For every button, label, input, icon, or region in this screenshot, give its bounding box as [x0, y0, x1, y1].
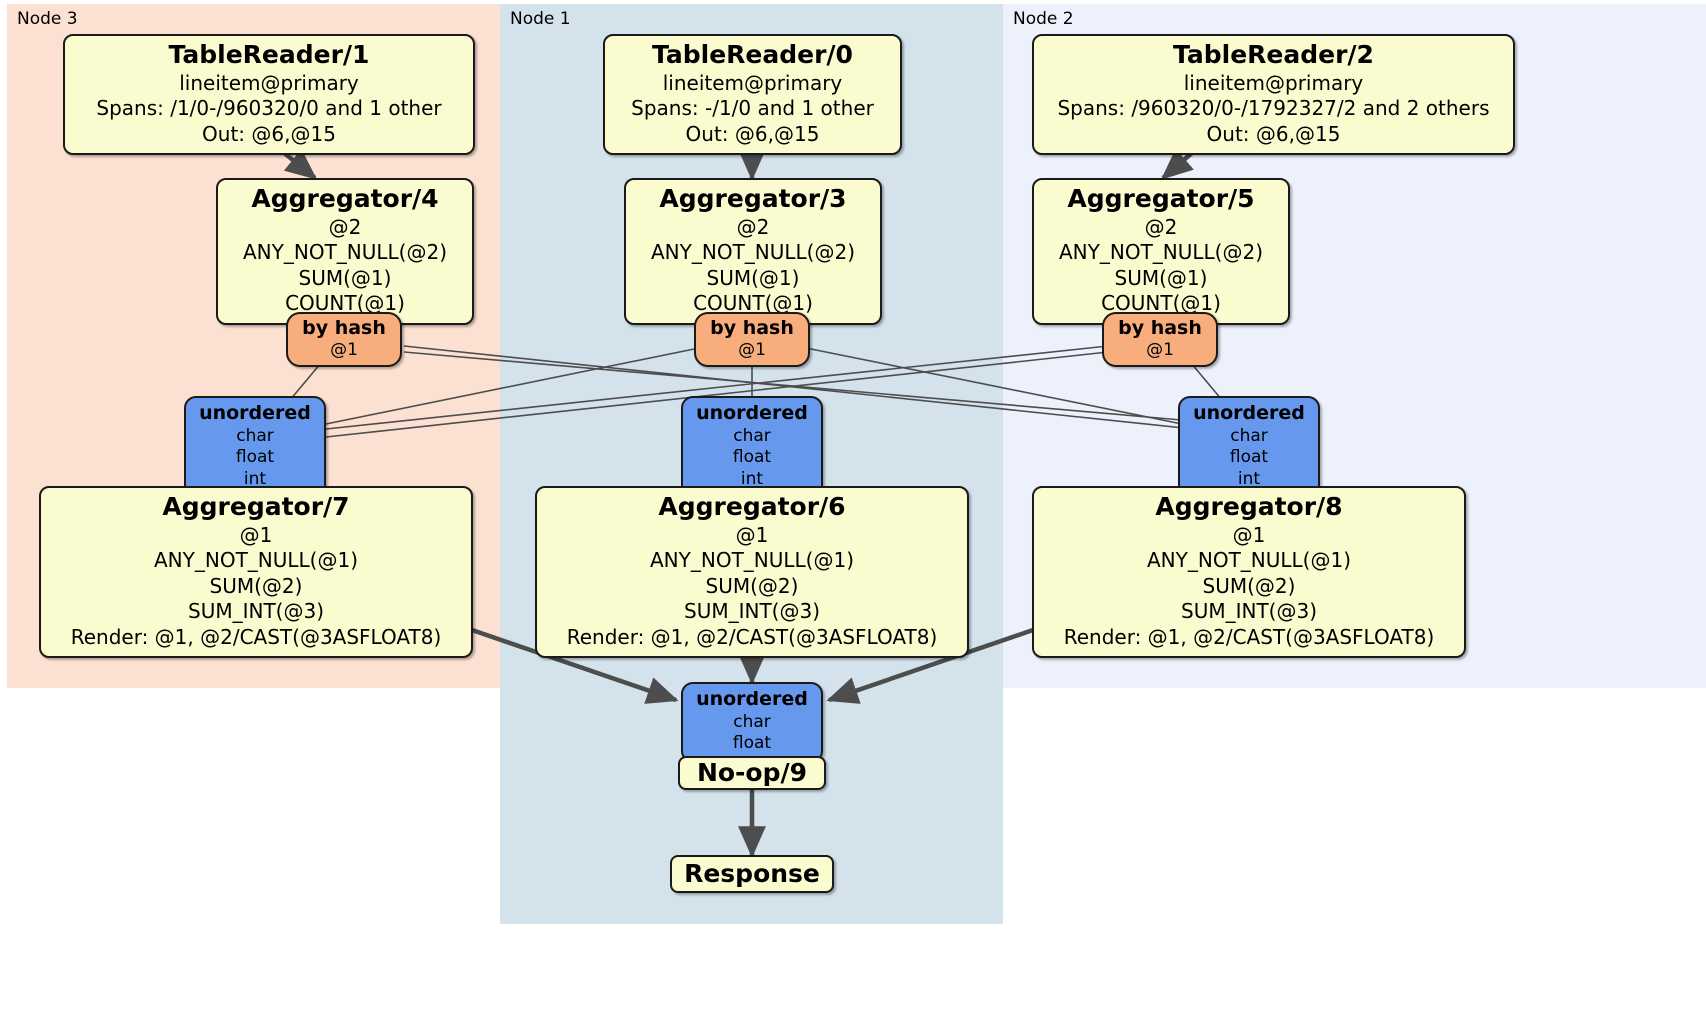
processor-aggregator-5[interactable]: Aggregator/5 @2 ANY_NOT_NULL(@2) SUM(@1)… [1032, 178, 1290, 325]
processor-detail-spans: Spans: -/1/0 and 1 other [631, 96, 874, 121]
region-label-node-1: Node 1 [510, 9, 571, 29]
processor-detail-agg-0: ANY_NOT_NULL(@2) [651, 240, 855, 265]
processor-aggregator-6[interactable]: Aggregator/6 @1 ANY_NOT_NULL(@1) SUM(@2)… [535, 486, 969, 659]
processor-title: Aggregator/6 [658, 492, 846, 521]
processor-title: TableReader/1 [168, 40, 370, 69]
synchronizer-type-2: int [243, 468, 267, 489]
processor-title: Aggregator/5 [1067, 184, 1255, 213]
synchronizer-type-0: char [236, 425, 274, 446]
processor-detail-agg-0: ANY_NOT_NULL(@1) [1147, 548, 1351, 573]
processor-detail-agg-0: ANY_NOT_NULL(@1) [154, 548, 358, 573]
router-detail-col: @1 [738, 339, 766, 360]
processor-detail-out: Out: @6,@15 [685, 121, 820, 146]
region-label-node-3: Node 3 [17, 9, 78, 29]
processor-detail-table: lineitem@primary [1183, 70, 1364, 95]
processor-tablereader-0[interactable]: TableReader/0 lineitem@primary Spans: -/… [603, 34, 902, 156]
synchronizer-type-1: float [1229, 447, 1269, 468]
processor-detail-agg-1: SUM(@1) [298, 265, 392, 290]
processor-detail-groupcol: @1 [239, 522, 273, 547]
processor-title: Response [684, 858, 820, 888]
synchronizer-type-2: int [1237, 468, 1261, 489]
router-by-hash-node-2[interactable]: by hash @1 [1102, 312, 1218, 368]
processor-detail-spans: Spans: /960320/0-/1792327/2 and 2 others [1057, 96, 1490, 121]
processor-tablereader-1[interactable]: TableReader/1 lineitem@primary Spans: /1… [63, 34, 475, 156]
processor-detail-agg-2: SUM_INT(@3) [188, 599, 324, 624]
processor-response[interactable]: Response [670, 855, 834, 893]
processor-detail-agg-1: SUM(@1) [706, 265, 800, 290]
processor-title: TableReader/2 [1173, 40, 1374, 69]
processor-detail-out: Out: @6,@15 [1206, 121, 1341, 146]
processor-title: Aggregator/7 [162, 492, 350, 521]
synchronizer-unordered-final[interactable]: unordered char float [681, 682, 823, 763]
processor-title: Aggregator/8 [1155, 492, 1343, 521]
processor-detail-agg-1: SUM(@2) [705, 573, 799, 598]
processor-detail-render: Render: @1, @2/CAST(@3ASFLOAT8) [70, 624, 442, 649]
synchronizer-title: unordered [696, 402, 808, 424]
processor-title: No-op/9 [696, 757, 808, 787]
processor-detail-agg-0: ANY_NOT_NULL(@2) [243, 240, 447, 265]
processor-detail-agg-1: SUM(@1) [1114, 265, 1208, 290]
processor-detail-agg-2: COUNT(@1) [285, 291, 405, 316]
synchronizer-unordered-node-1[interactable]: unordered char float int [681, 396, 823, 499]
processor-detail-groupcol: @1 [1232, 522, 1266, 547]
synchronizer-title: unordered [199, 402, 311, 424]
processor-detail-agg-1: SUM(@2) [1202, 573, 1296, 598]
router-detail-col: @1 [330, 339, 358, 360]
router-title: by hash [302, 317, 386, 339]
processor-detail-agg-2: COUNT(@1) [1101, 291, 1221, 316]
processor-title: Aggregator/4 [251, 184, 439, 213]
router-by-hash-node-3[interactable]: by hash @1 [286, 312, 402, 368]
synchronizer-type-2: int [740, 468, 764, 489]
router-title: by hash [1118, 317, 1202, 339]
processor-detail-groupcol: @2 [1144, 214, 1178, 239]
processor-detail-groupcol: @2 [328, 214, 362, 239]
processor-detail-agg-2: COUNT(@1) [693, 291, 813, 316]
processor-aggregator-7[interactable]: Aggregator/7 @1 ANY_NOT_NULL(@1) SUM(@2)… [39, 486, 473, 659]
processor-aggregator-3[interactable]: Aggregator/3 @2 ANY_NOT_NULL(@2) SUM(@1)… [624, 178, 882, 325]
synchronizer-type-0: char [1230, 425, 1268, 446]
router-by-hash-node-1[interactable]: by hash @1 [694, 312, 810, 368]
region-label-node-2: Node 2 [1013, 9, 1074, 29]
processor-detail-table: lineitem@primary [179, 70, 359, 95]
processor-no-op-9[interactable]: No-op/9 [678, 756, 826, 790]
synchronizer-type-1: float [732, 447, 772, 468]
processor-detail-agg-0: ANY_NOT_NULL(@1) [650, 548, 854, 573]
processor-detail-agg-2: SUM_INT(@3) [1181, 599, 1317, 624]
router-detail-col: @1 [1146, 339, 1174, 360]
processor-aggregator-4[interactable]: Aggregator/4 @2 ANY_NOT_NULL(@2) SUM(@1)… [216, 178, 474, 325]
processor-detail-agg-0: ANY_NOT_NULL(@2) [1059, 240, 1263, 265]
processor-title: TableReader/0 [652, 40, 853, 69]
processor-tablereader-2[interactable]: TableReader/2 lineitem@primary Spans: /9… [1032, 34, 1515, 156]
synchronizer-type-0: char [733, 425, 771, 446]
processor-detail-table: lineitem@primary [662, 70, 843, 95]
synchronizer-unordered-node-2[interactable]: unordered char float int [1178, 396, 1320, 499]
synchronizer-title: unordered [696, 688, 808, 710]
processor-detail-render: Render: @1, @2/CAST(@3ASFLOAT8) [566, 624, 938, 649]
processor-detail-spans: Spans: /1/0-/960320/0 and 1 other [96, 96, 442, 121]
synchronizer-title: unordered [1193, 402, 1305, 424]
processor-title: Aggregator/3 [659, 184, 847, 213]
synchronizer-type-1: float [732, 733, 772, 754]
processor-detail-agg-2: SUM_INT(@3) [684, 599, 820, 624]
processor-aggregator-8[interactable]: Aggregator/8 @1 ANY_NOT_NULL(@1) SUM(@2)… [1032, 486, 1466, 659]
processor-detail-render: Render: @1, @2/CAST(@3ASFLOAT8) [1063, 624, 1435, 649]
processor-detail-groupcol: @2 [736, 214, 770, 239]
router-title: by hash [710, 317, 794, 339]
processor-detail-agg-1: SUM(@2) [209, 573, 303, 598]
synchronizer-type-0: char [733, 711, 771, 732]
synchronizer-unordered-node-3[interactable]: unordered char float int [184, 396, 326, 499]
synchronizer-type-1: float [235, 447, 275, 468]
processor-detail-groupcol: @1 [735, 522, 769, 547]
processor-detail-out: Out: @6,@15 [202, 121, 336, 146]
